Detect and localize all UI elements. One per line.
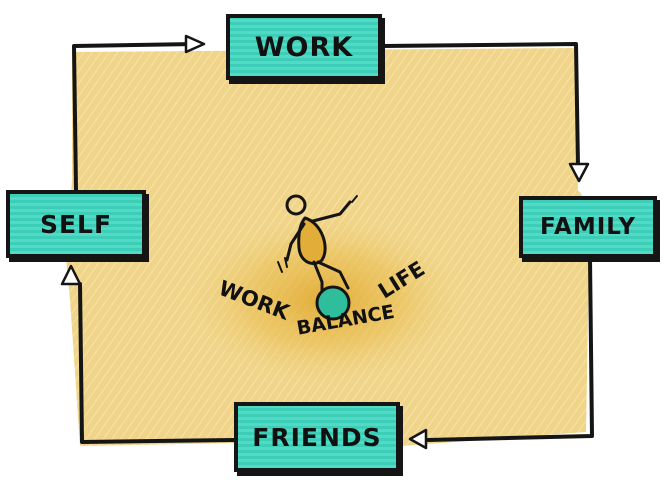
edge-family-to-friends [426, 256, 594, 442]
motion-mark-left [277, 257, 288, 273]
node-work: WORK [226, 14, 382, 80]
arrowhead-to-friends [408, 428, 428, 450]
arrowhead-to-self [60, 264, 82, 286]
balance-ball [315, 285, 351, 321]
edge-friends-to-self [78, 282, 236, 444]
figure-leg-left [312, 260, 324, 293]
figure-arm-left [285, 222, 306, 262]
figure-leg-right [316, 260, 350, 290]
node-self: SELF [6, 190, 146, 258]
node-friends: FRIENDS [234, 402, 400, 472]
arrowhead-to-work [184, 34, 206, 54]
edge-work-to-family [380, 42, 580, 168]
balance-figure [277, 194, 358, 321]
figure-arm-right [311, 200, 352, 223]
node-family: FAMILY [519, 196, 657, 258]
arrowhead-to-family [568, 162, 590, 183]
motion-mark-right [351, 195, 358, 203]
figure-head [285, 194, 307, 216]
edge-self-to-work [72, 42, 198, 192]
